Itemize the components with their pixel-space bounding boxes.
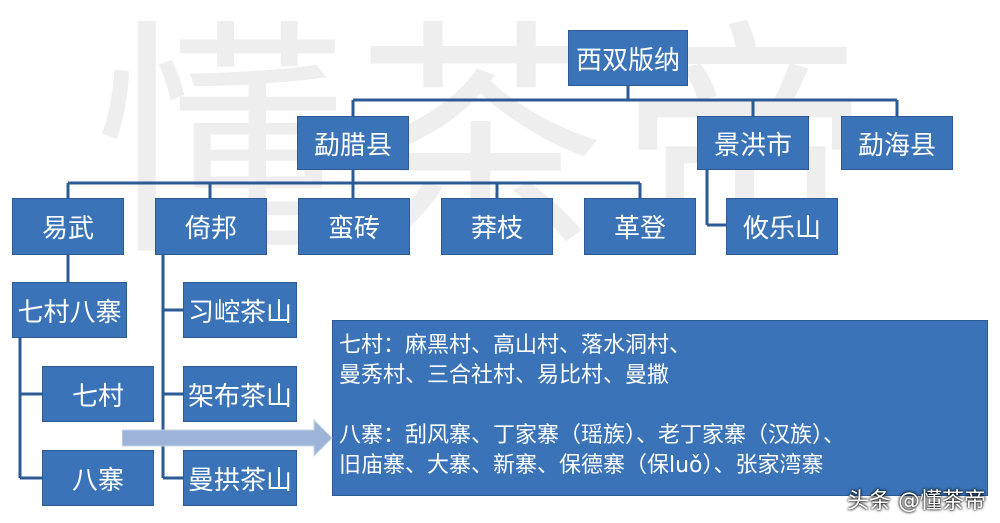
node-gedeng: 革登: [584, 198, 696, 255]
info-bazhai-line-1: 八寨：刮风寨、丁家寨（瑶族）、老丁家寨（汉族）、: [339, 423, 846, 448]
pointer-arrow: [122, 418, 333, 458]
info-qicun-line-1: 七村：麻黑村、高山村、落水洞村、: [339, 333, 692, 358]
node-jiabu-tea-mountain: 架布茶山: [183, 366, 297, 422]
node-mengla-county: 勐腊县: [297, 116, 409, 170]
node-jinghong-city: 景洪市: [697, 116, 809, 170]
node-xishuangbanna: 西双版纳: [568, 30, 688, 86]
node-youleshan: 攸乐山: [726, 198, 838, 255]
node-qicun-bazhai: 七村八寨: [12, 282, 127, 338]
node-qicun: 七村: [42, 366, 154, 422]
node-yibang: 倚邦: [155, 198, 267, 255]
village-info-box: 七村：麻黑村、高山村、落水洞村、 曼秀村、三合社村、易比村、曼撒 八寨：刮风寨、…: [332, 320, 988, 496]
node-menghai-county: 勐海县: [841, 116, 953, 170]
node-mangong-tea-mountain: 曼拱茶山: [183, 450, 297, 506]
info-qicun-line-2: 曼秀村、三合社村、易比村、曼撒: [339, 363, 670, 388]
node-bazhai: 八寨: [42, 450, 154, 506]
info-bazhai-line-2: 旧庙寨、大寨、新寨、保德寨（保luǒ）、张家湾寨: [339, 453, 824, 478]
node-xikong-tea-mountain: 习崆茶山: [183, 282, 297, 338]
credit-watermark: 头条 @懂茶帝: [847, 489, 986, 514]
node-mangzhi: 莽枝: [441, 198, 553, 255]
node-manzhuan: 蛮砖: [298, 198, 410, 255]
node-yiwu: 易武: [12, 198, 124, 255]
